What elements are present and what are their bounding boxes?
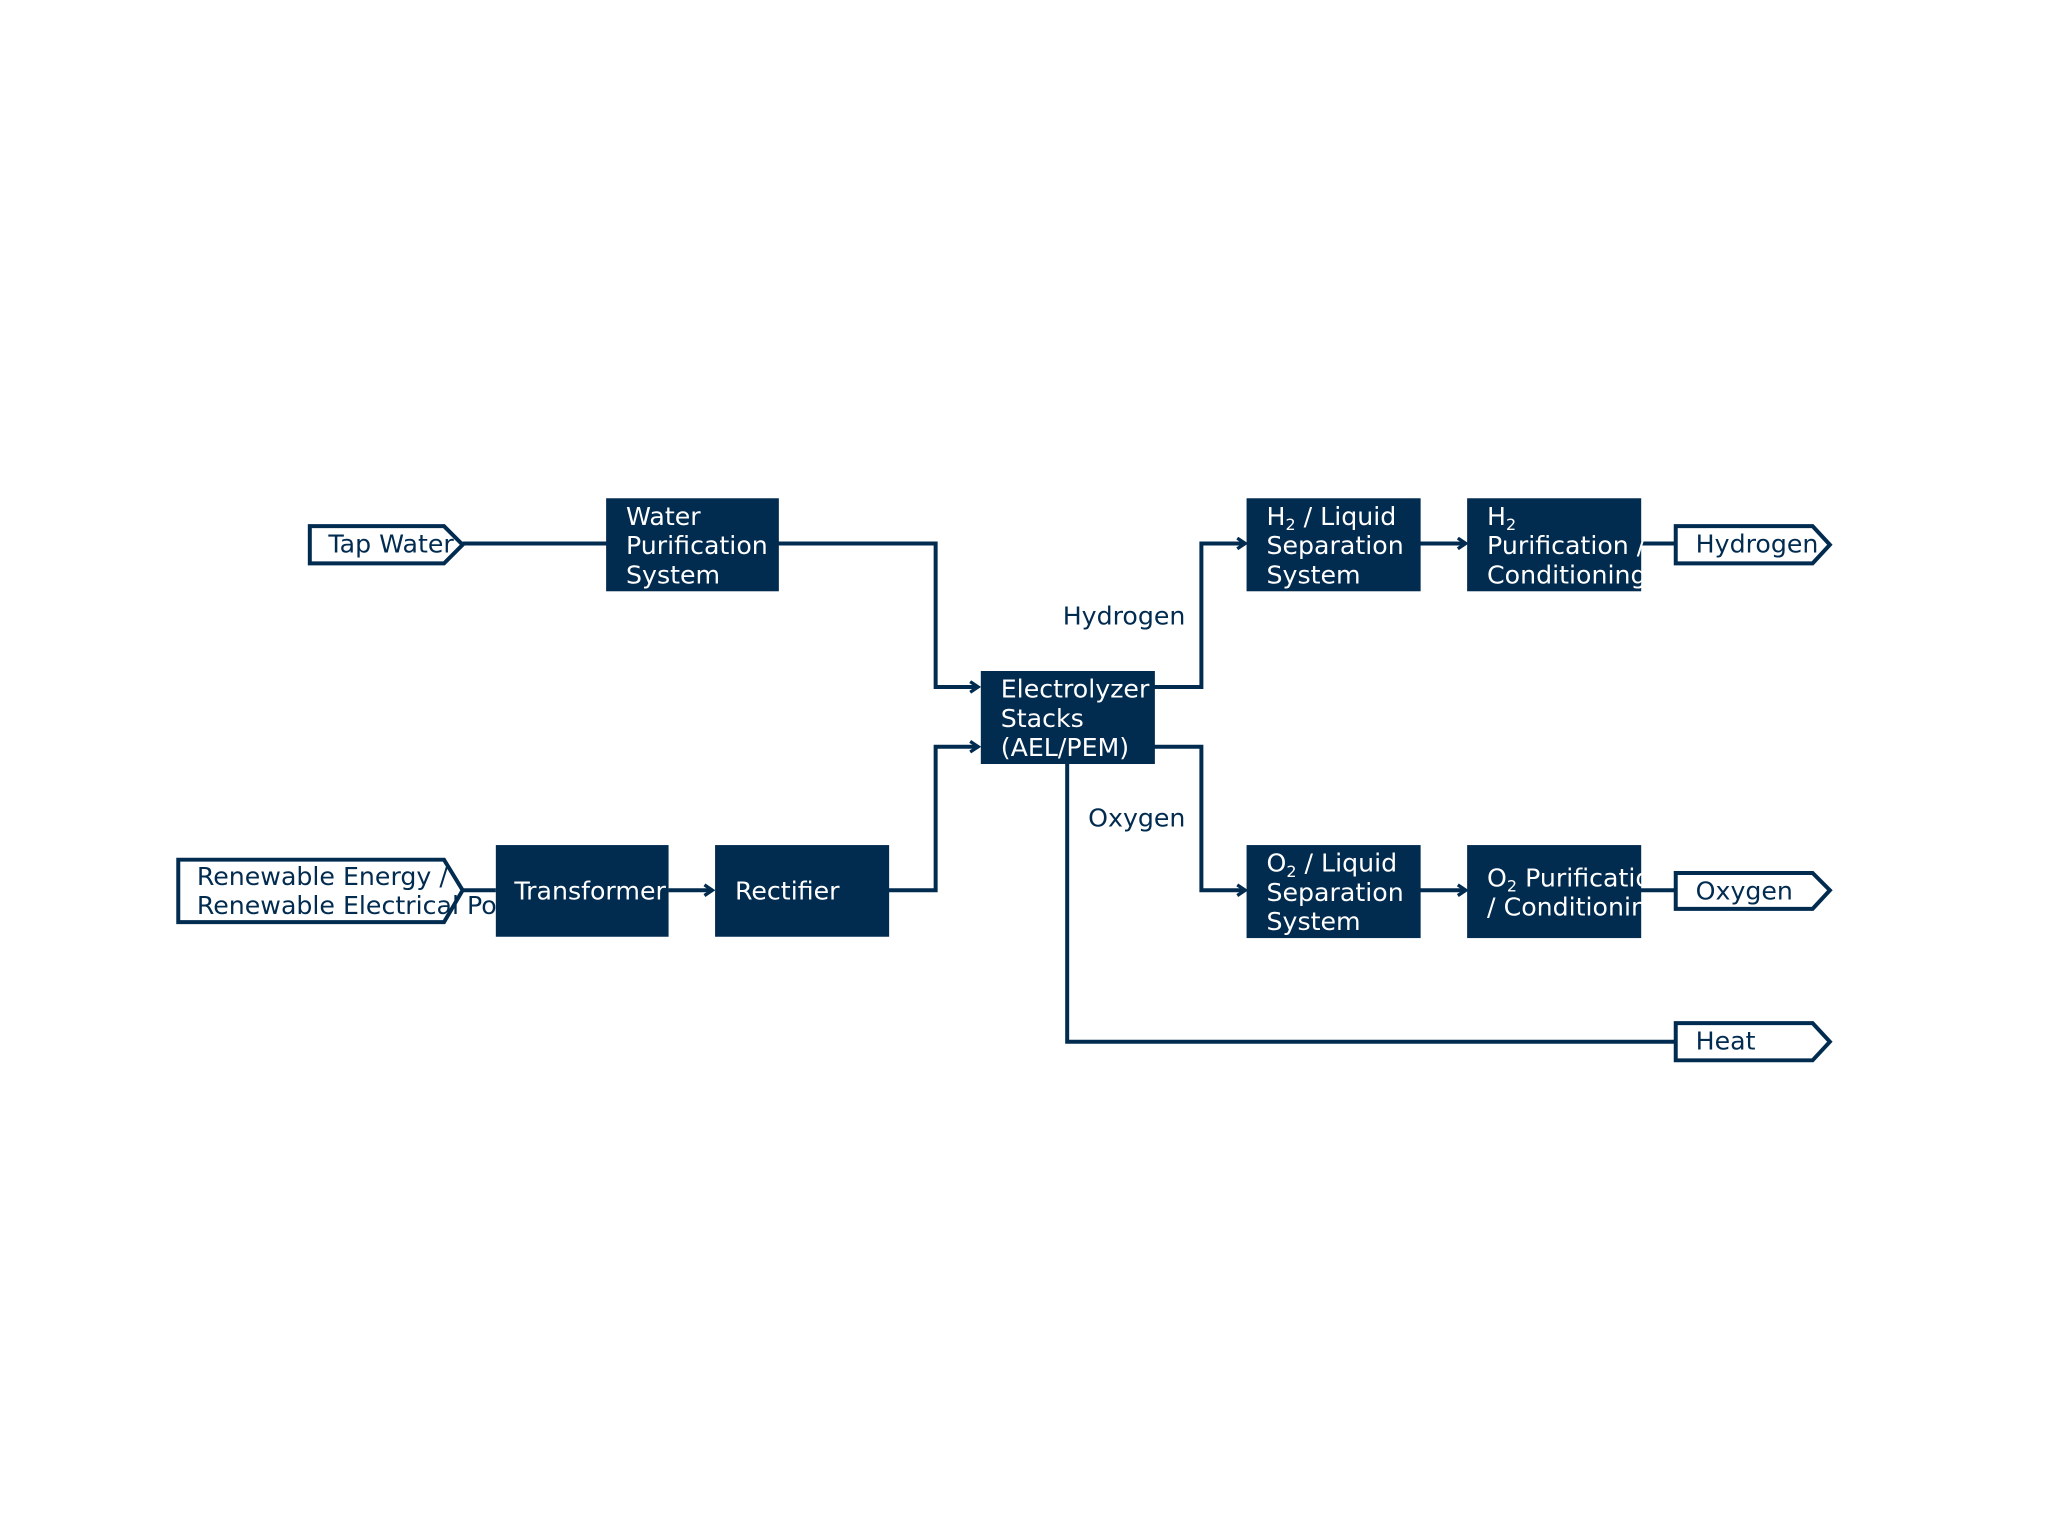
hydrogen-flow-label: Hydrogen — [1063, 601, 1186, 630]
o2-purification-subscript: 2 — [1507, 877, 1517, 896]
renewable-power-label: Renewable Electrical Power — [197, 891, 544, 920]
water-purification-line-2: Purification — [626, 531, 768, 560]
rectifier-box: Rectifier — [715, 845, 890, 937]
h2-separation-line-1: H2 / Liquid — [1266, 502, 1396, 534]
o2-purification-line-2: / Conditioning — [1487, 892, 1663, 921]
h2-purification-line-1: H2 — [1487, 502, 1516, 534]
h2-separation-line-3: System — [1266, 560, 1360, 589]
heat-output-label: Heat — [1696, 1027, 1756, 1056]
electrolyzer-line-2: Stacks — [1001, 704, 1084, 733]
transformer-label: Transformer — [513, 877, 666, 906]
h2-purification-line-2: Purification / — [1487, 531, 1646, 560]
o2-separation-line-1-rest: / Liquid — [1297, 849, 1398, 878]
electrolyzer-oxygen-connector — [1153, 744, 1246, 891]
o2-purification-line-1: O2 Purification — [1487, 863, 1667, 895]
transformer-box: Transformer — [495, 845, 669, 937]
o2-separation-line-2: Separation — [1266, 878, 1403, 907]
electrolyzer-heat-connector — [1065, 762, 1676, 1044]
h2-purification-subscript: 2 — [1506, 515, 1516, 534]
o2-purification-species: O — [1487, 863, 1507, 892]
o2-species: O — [1266, 849, 1286, 878]
hydrogen-output-label: Hydrogen — [1696, 530, 1819, 559]
water-purification-system-box: Water Purification System — [606, 498, 779, 592]
electrolyzer-line-3: (AEL/PEM) — [1001, 733, 1129, 762]
h2-separation-line-1-rest: / Liquid — [1296, 502, 1397, 531]
h2-liquid-separation-system-box: H2 / Liquid Separation System — [1246, 498, 1421, 592]
hydrogen-output: Hydrogen — [1673, 524, 1833, 566]
electrolyzer-line-1: Electrolyzer — [1001, 675, 1150, 704]
oxygen-output: Oxygen — [1673, 870, 1833, 911]
tap-water-label: Tap Water — [327, 530, 454, 559]
h2-purification-species: H — [1487, 502, 1506, 531]
h2-purification-line-3: Conditioning — [1487, 560, 1646, 589]
oxygen-output-label: Oxygen — [1696, 877, 1793, 906]
o2-purification-line-1-rest: Purification — [1517, 863, 1667, 892]
tap-water-input: Tap Water — [307, 524, 466, 566]
h2-subscript: 2 — [1285, 515, 1295, 534]
rectifier-label: Rectifier — [735, 877, 840, 906]
o2-separation-line-3: System — [1266, 907, 1360, 936]
electrolyzer-stacks-box: Electrolyzer Stacks (AEL/PEM) — [980, 671, 1155, 765]
renewable-energy-label: Renewable Energy / — [197, 862, 448, 891]
h2-separation-line-2: Separation — [1266, 531, 1403, 560]
water-purification-line-3: System — [626, 560, 720, 589]
o2-liquid-separation-system-box: O2 / Liquid Separation System — [1246, 845, 1421, 939]
water-purification-line-1: Water — [626, 502, 701, 531]
renewable-energy-input: Renewable Energy / Renewable Electrical … — [176, 857, 544, 925]
purification-to-electrolyzer-connector — [777, 541, 979, 687]
o2-subscript: 2 — [1286, 862, 1296, 881]
heat-output: Heat — [1673, 1021, 1833, 1063]
h2-species: H — [1266, 502, 1285, 531]
rectifier-to-electrolyzer-connector — [887, 747, 978, 893]
o2-separation-line-1: O2 / Liquid — [1266, 849, 1397, 881]
h2-purification-conditioning-box: H2 Purification / Conditioning — [1467, 498, 1647, 592]
electrolyzer-hydrogen-connector — [1153, 543, 1246, 689]
o2-purification-conditioning-box: O2 Purification / Conditioning — [1467, 845, 1667, 939]
oxygen-flow-label: Oxygen — [1088, 803, 1185, 832]
